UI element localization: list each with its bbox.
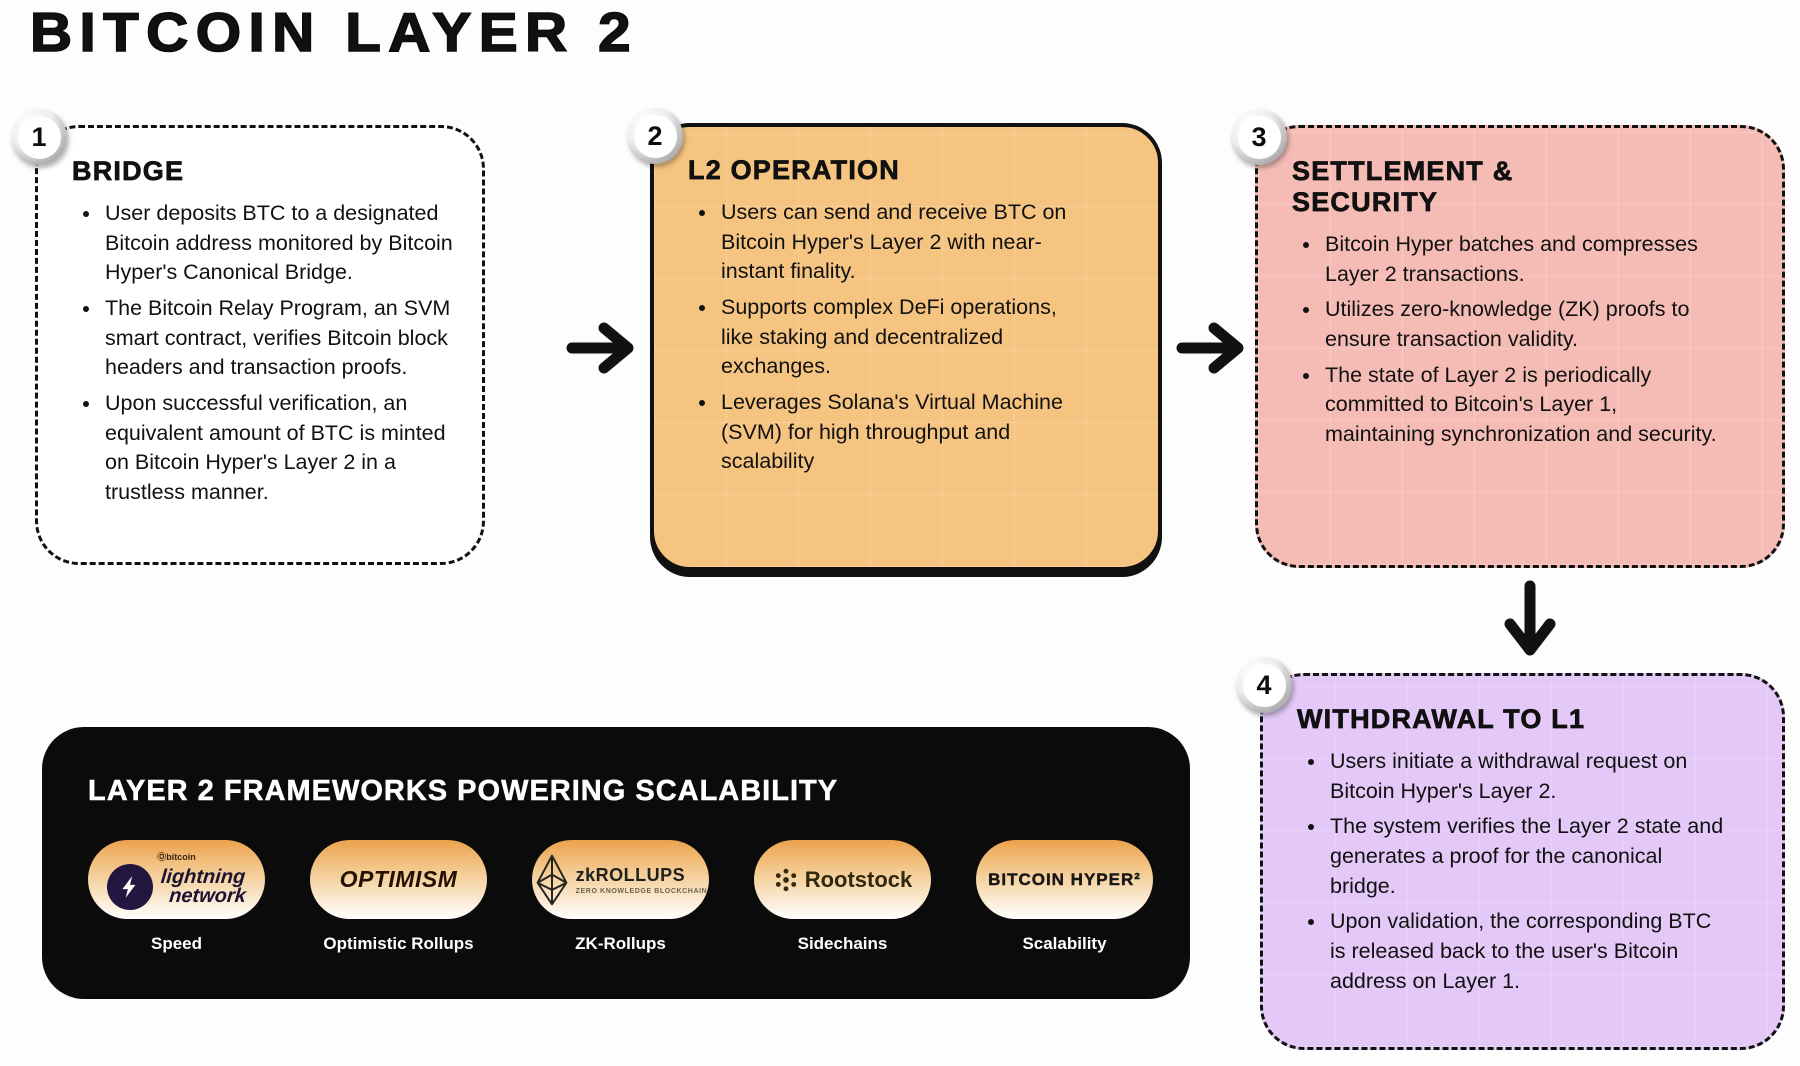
bullet-item: The system verifies the Layer 2 state an… — [1327, 812, 1724, 901]
lightning-bolt-icon — [106, 863, 153, 910]
optimism-logo: OPTIMISM — [339, 866, 458, 892]
step-number: 2 — [633, 114, 677, 158]
bullet-item: Users can send and receive BTC on Bitcoi… — [718, 198, 1074, 287]
zkrollups-tagline: ZERO KNOWLEDGE BLOCKCHAIN — [575, 887, 708, 895]
framework-pill-row: Ⓞbitcoin lightning network Speed — [88, 840, 1154, 954]
card-title: L2 OPERATION — [688, 155, 900, 186]
framework-rootstock: Rootstock Sidechains — [754, 840, 931, 954]
framework-optimism: OPTIMISM Optimistic Rollups — [310, 840, 487, 954]
arrow-down-icon — [1498, 580, 1562, 669]
bitcoin-wordmark: Ⓞbitcoin — [157, 851, 196, 862]
framework-bitcoin-hyper: BITCOIN HYPER² Scalability — [976, 840, 1153, 954]
card-settlement-security: 3 SETTLEMENT & SECURITY Bitcoin Hyper ba… — [1231, 109, 1785, 568]
framework-zk-rollups: zkROLLUPS ZERO KNOWLEDGE BLOCKCHAIN ZK-R… — [532, 840, 709, 954]
framework-label: Speed — [150, 934, 203, 953]
bullet-list: User deposits BTC to a designated Bitcoi… — [72, 199, 456, 508]
framework-label: Optimistic Rollups — [323, 934, 474, 953]
zkrollups-logo: zkROLLUPS — [575, 864, 686, 885]
step-badge-1: 1 — [11, 109, 67, 165]
step-number: 4 — [1242, 663, 1286, 707]
step-badge-4: 4 — [1236, 657, 1292, 713]
card-l2-operation: 2 L2 OPERATION Users can send and receiv… — [627, 108, 1162, 571]
framework-label: Scalability — [1022, 934, 1107, 953]
card-title: WITHDRAWAL TO L1 — [1297, 704, 1586, 735]
bullet-list: Users initiate a withdrawal request on B… — [1297, 747, 1724, 996]
step-badge-3: 3 — [1231, 109, 1287, 165]
page-title: BITCOIN LAYER 2 — [29, 0, 639, 64]
bullet-item: Upon validation, the corresponding BTC i… — [1327, 907, 1724, 996]
frameworks-panel-title: LAYER 2 FRAMEWORKS POWERING SCALABILITY — [88, 775, 839, 808]
rootstock-icon — [775, 868, 796, 891]
bullet-list: Bitcoin Hyper batches and compresses Lay… — [1292, 230, 1727, 450]
bullet-item: Supports complex DeFi operations, like s… — [718, 293, 1074, 382]
bullet-item: The Bitcoin Relay Program, an SVM smart … — [102, 294, 456, 383]
framework-pill-rootstock: Rootstock — [754, 840, 931, 919]
frameworks-panel: LAYER 2 FRAMEWORKS POWERING SCALABILITY … — [42, 727, 1190, 999]
framework-pill-optimism: OPTIMISM — [310, 840, 487, 919]
bitcoin-hyper-logo: BITCOIN HYPER² — [988, 869, 1141, 889]
bullet-item: User deposits BTC to a designated Bitcoi… — [102, 199, 456, 288]
card-bridge: 1 BRIDGE User deposits BTC to a designat… — [11, 109, 485, 565]
card-title: BRIDGE — [72, 156, 185, 187]
framework-pill-bitcoin-hyper: BITCOIN HYPER² — [976, 840, 1153, 919]
card-withdrawal-l1: 4 WITHDRAWAL TO L1 Users initiate a with… — [1236, 657, 1785, 1050]
bullet-item: Utilizes zero-knowledge (ZK) proofs to e… — [1322, 295, 1727, 354]
ethereum-diamond-icon — [536, 854, 568, 905]
framework-lightning-network: Ⓞbitcoin lightning network Speed — [88, 840, 265, 954]
step-badge-2: 2 — [627, 108, 683, 164]
rootstock-logo: Rootstock — [804, 866, 913, 892]
step-number: 1 — [17, 115, 61, 159]
arrow-right-icon — [1176, 316, 1250, 385]
bullet-item: Upon successful verification, an equival… — [102, 389, 456, 508]
framework-label: Sidechains — [797, 934, 888, 953]
bullet-item: Leverages Solana's Virtual Machine (SVM)… — [718, 388, 1074, 477]
arrow-right-icon — [566, 316, 640, 385]
lightning-network-logo: lightning network — [159, 865, 247, 907]
bullet-item: Users initiate a withdrawal request on B… — [1327, 747, 1724, 806]
framework-pill-zk-rollups: zkROLLUPS ZERO KNOWLEDGE BLOCKCHAIN — [532, 840, 709, 919]
bullet-list: Users can send and receive BTC on Bitcoi… — [688, 198, 1074, 477]
step-number: 3 — [1237, 115, 1281, 159]
bullet-item: Bitcoin Hyper batches and compresses Lay… — [1322, 230, 1727, 289]
card-title: SETTLEMENT & SECURITY — [1292, 156, 1514, 218]
framework-label: ZK-Rollups — [575, 934, 666, 953]
framework-pill-lightning-network: Ⓞbitcoin lightning network — [88, 840, 265, 919]
bullet-item: The state of Layer 2 is periodically com… — [1322, 361, 1727, 450]
